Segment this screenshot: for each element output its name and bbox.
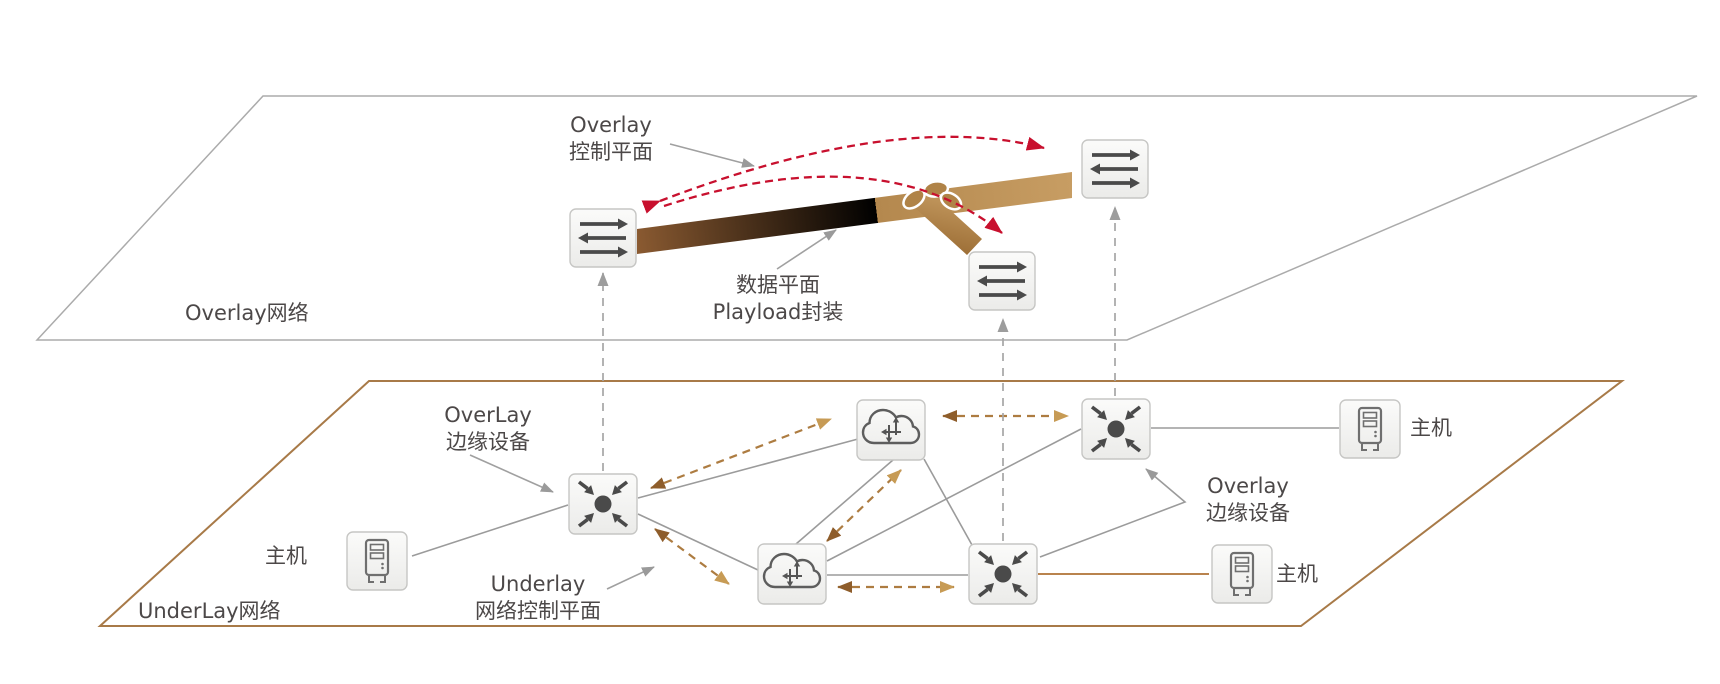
overlay-control-plane-label-line2: 控制平面	[569, 140, 653, 164]
underlay-control-arrow-router-left-cloud-top	[650, 417, 832, 490]
overlay-edge-device-label-left: OverLay 边缘设备	[444, 402, 532, 456]
underlay-edge-router-right	[1081, 398, 1151, 460]
overlay-edge-left-line1: OverLay	[444, 403, 532, 427]
overlay-edge-right-line1: Overlay	[1207, 474, 1289, 498]
switch-icon	[569, 208, 637, 268]
overlay-control-curve-right-switch	[641, 135, 1045, 214]
overlay-switch-left	[569, 208, 637, 268]
router-icon	[1081, 398, 1151, 460]
overlay-edge-device-label-right: Overlay 边缘设备	[1206, 473, 1290, 527]
underlay-control-plane-label: Underlay 网络控制平面	[475, 571, 601, 625]
underlay-control-arrow-router-left-cloud-bottom	[654, 528, 730, 585]
host-label-left-text: 主机	[265, 544, 307, 568]
overlay-control-curve-middle-switch	[663, 175, 1003, 234]
overlay-switch-right	[1081, 139, 1149, 199]
host-label-bottom-right-text: 主机	[1276, 562, 1318, 586]
underlay-router-middle	[968, 543, 1038, 605]
host-left	[345, 531, 409, 591]
host-label-left: 主机	[265, 543, 307, 570]
data-plane-label: 数据平面 Playload封装	[713, 272, 844, 326]
overlay-control-plane-label-line1: Overlay	[570, 113, 652, 137]
underlay-control-arrow-cloud-bottom-cloud-top	[826, 469, 902, 542]
overlay-network-label: Overlay网络	[185, 300, 309, 327]
switch-icon	[968, 251, 1036, 311]
network-cloud-icon	[757, 543, 827, 605]
host-label-top-right: 主机	[1410, 415, 1452, 442]
switch-icon	[1081, 139, 1149, 199]
overlay-control-plane-label: Overlay 控制平面	[569, 112, 653, 166]
leader-overlay-control-plane	[669, 143, 755, 168]
router-icon	[968, 543, 1038, 605]
link-cloud-top-router-middle	[923, 458, 973, 546]
router-icon	[568, 473, 638, 535]
leader-overlay-edge-left	[469, 454, 554, 493]
host-bottom-right	[1211, 544, 1273, 604]
overlay-edge-left-line2: 边缘设备	[445, 430, 530, 454]
underlay-cloud-top	[856, 399, 926, 461]
host-server-icon	[1211, 544, 1273, 604]
link-router-middle-router-topright	[1039, 468, 1187, 558]
leader-data-plane	[776, 229, 837, 270]
underlay-network-label: UnderLay网络	[138, 598, 281, 625]
host-server-icon	[345, 531, 409, 591]
link-host-left-router-left	[411, 504, 569, 557]
underlay-edge-router-left	[568, 473, 638, 535]
host-label-top-right-text: 主机	[1410, 416, 1452, 440]
underlay-cloud-bottom	[757, 543, 827, 605]
underlay-control-plane-line1: Underlay	[490, 572, 586, 596]
underlay-control-plane-line2: 网络控制平面	[475, 599, 601, 623]
leader-underlay-control-plane	[606, 566, 655, 590]
overlay-network-label-text: Overlay网络	[185, 301, 309, 325]
host-label-bottom-right: 主机	[1276, 561, 1318, 588]
overlay-switch-middle	[968, 251, 1036, 311]
host-top-right	[1339, 399, 1401, 459]
network-cloud-icon	[856, 399, 926, 461]
data-plane-label-line2: Playload封装	[712, 300, 844, 324]
host-server-icon	[1339, 399, 1401, 459]
underlay-network-label-text: UnderLay网络	[138, 599, 281, 623]
overlay-edge-right-line2: 边缘设备	[1206, 501, 1290, 525]
data-plane-label-line1: 数据平面	[736, 273, 820, 297]
